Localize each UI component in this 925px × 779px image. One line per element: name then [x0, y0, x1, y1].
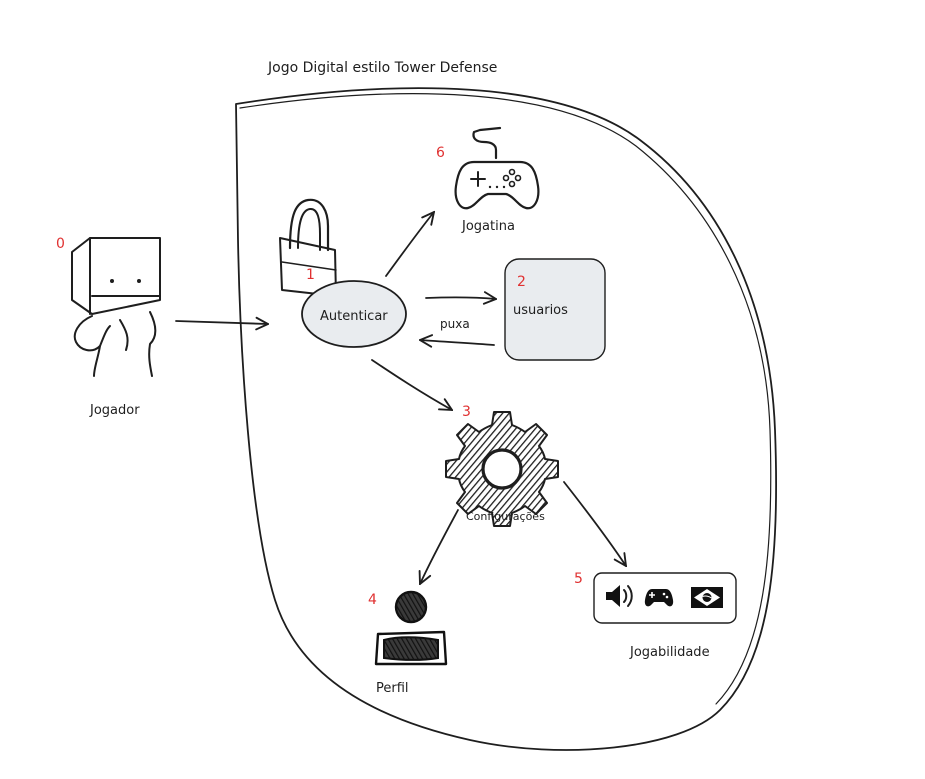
- configuracoes-label: Configurações: [466, 510, 545, 523]
- autenticar-ellipse[interactable]: [301, 280, 407, 348]
- jogabilidade-number: 5: [574, 571, 583, 587]
- usuarios-number: 2: [517, 274, 526, 290]
- edge-autenticar-jogatina: [385, 212, 434, 277]
- brazil-flag-icon[interactable]: [691, 587, 723, 608]
- user-profile-icon[interactable]: [374, 590, 448, 666]
- gamepad-small-icon[interactable]: [644, 589, 674, 607]
- usuarios-node: 2 usuarios: [504, 258, 606, 361]
- gamepad-icon: [454, 126, 540, 210]
- jogatina-number: 6: [436, 145, 445, 161]
- jogatina-node: 6 Jogatina: [436, 126, 540, 234]
- usuarios-label: usuarios: [513, 303, 568, 318]
- jogatina-label: Jogatina: [461, 219, 515, 234]
- autenticar-label: Autenticar: [320, 309, 388, 324]
- diagram-title: Jogo Digital estilo Tower Defense: [267, 60, 497, 76]
- autenticar-node: 1 Autenticar: [279, 198, 407, 348]
- speaker-icon[interactable]: [606, 585, 633, 607]
- edge-configuracoes-jogabilidade: [563, 481, 626, 566]
- jogador-label: Jogador: [89, 403, 140, 418]
- jogabilidade-label: Jogabilidade: [629, 645, 710, 660]
- edge-configuracoes-perfil: [420, 509, 459, 584]
- system-boundary: [235, 87, 778, 751]
- system-boundary-outline: [239, 93, 772, 705]
- edge-label-puxa: puxa: [440, 317, 470, 331]
- jogador-node: 0 Jogador: [56, 236, 161, 418]
- jogador-number: 0: [56, 236, 65, 252]
- edge-jogador-autenticar: [175, 321, 268, 324]
- configuracoes-node: 3 Configurações: [445, 404, 559, 527]
- edge-autenticar-usuarios: [425, 297, 496, 299]
- perfil-node: 4 Perfil: [368, 590, 448, 696]
- edge-autenticar-configuracoes: [371, 359, 452, 410]
- autenticar-number: 1: [306, 267, 315, 283]
- perfil-number: 4: [368, 592, 377, 608]
- perfil-label: Perfil: [376, 681, 409, 696]
- jogabilidade-node: 5 Jogabilidade: [574, 571, 737, 660]
- gear-icon[interactable]: [445, 411, 559, 527]
- configuracoes-number: 3: [462, 404, 471, 420]
- boxhead-person-icon: [71, 237, 161, 377]
- usuarios-box[interactable]: [504, 258, 606, 361]
- edge-usuarios-autenticar: [420, 340, 495, 345]
